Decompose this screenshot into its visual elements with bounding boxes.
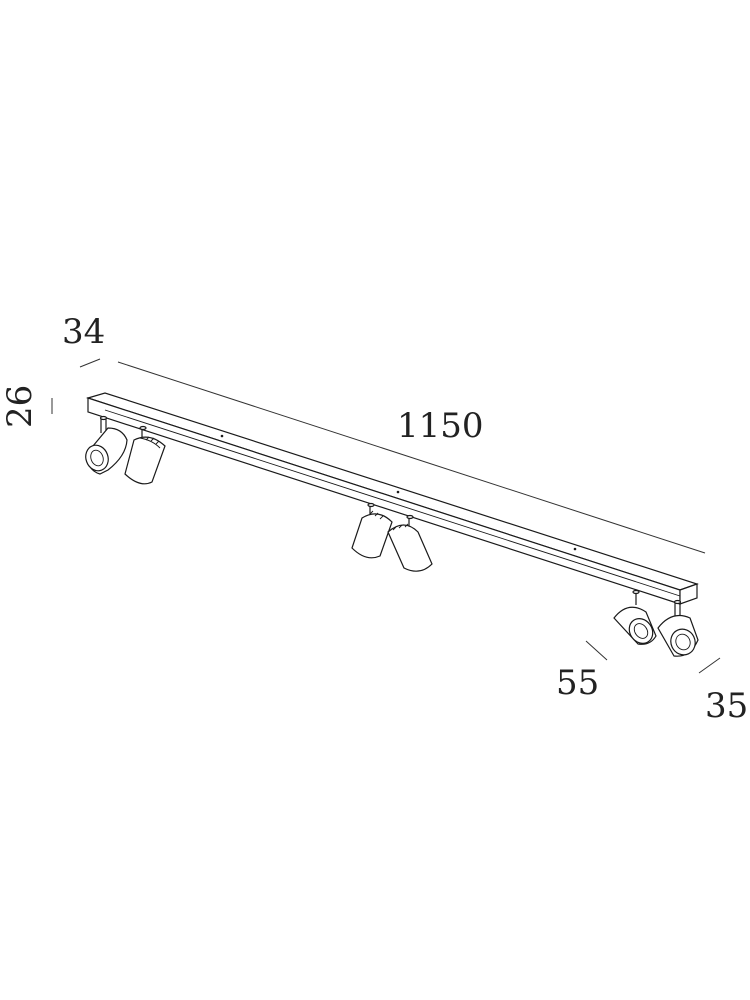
spotlight-1: [85, 415, 128, 475]
spotlight-6: [657, 599, 699, 657]
spotlight-3: [351, 502, 393, 559]
spotlight-2: [124, 425, 166, 485]
depth-dimension-line: [79, 358, 101, 368]
spot-diameter-label: 35: [705, 686, 748, 726]
spotlight-4: [387, 514, 433, 572]
spot-diameter-dimension-line: [698, 657, 721, 674]
spotlight-5: [613, 589, 657, 645]
spot-depth-label: 55: [556, 663, 599, 703]
height-label: 26: [0, 385, 40, 428]
ceiling-rail: [85, 392, 699, 605]
length-dimension-line: [117, 361, 706, 554]
length-label: 1150: [397, 406, 484, 446]
spot-depth-dimension-line: [585, 640, 608, 661]
depth-label: 34: [62, 312, 105, 352]
